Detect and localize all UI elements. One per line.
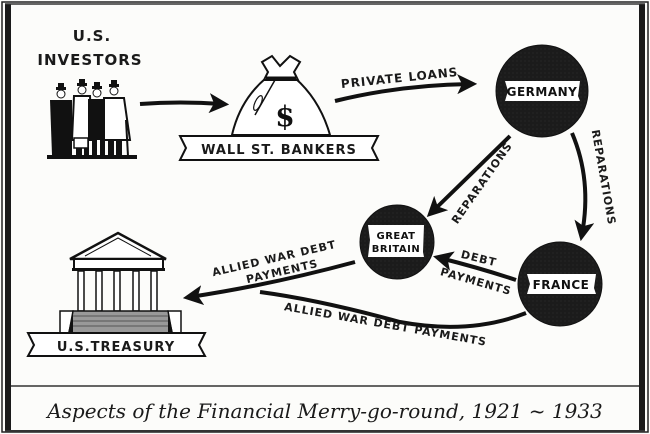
arrow-britain-war-debt [182, 260, 356, 305]
arrow-reparations-to-france [570, 132, 595, 242]
dollar-sign: $ [275, 100, 294, 133]
arrow-france-war-debt [259, 290, 527, 329]
reparations-france-label: REPARATIONS [589, 129, 619, 227]
node-wall-st-bankers: $ WALL ST. BANKERS [178, 54, 380, 161]
britain-label-line2: BRITAIN [372, 244, 420, 255]
investors-label-line2: INVESTORS [37, 51, 142, 69]
germany-label: GERMANY [507, 85, 578, 99]
britain-label-line1: GREAT [376, 231, 415, 242]
bankers-label: WALL ST. BANKERS [201, 143, 357, 158]
debt-payments-label-line2: PAYMENTS [439, 265, 513, 298]
people-group-icon [47, 79, 137, 159]
arrow-reparations-to-britain [426, 134, 512, 218]
node-france: FRANCE [517, 241, 603, 327]
node-us-treasury: U.S.TREASURY [26, 231, 207, 357]
classical-building-icon [59, 231, 182, 334]
money-bag-icon: $ [230, 54, 332, 136]
diagram-caption: Aspects of the Financial Merry-go-round,… [45, 399, 603, 423]
node-germany: GERMANY [495, 44, 589, 138]
bankers-banner: WALL ST. BANKERS [178, 135, 380, 161]
right-edge-bar [639, 4, 645, 432]
arrow-private-loans [334, 74, 478, 103]
france-war-debt-label: ALLIED WAR DEBT PAYMENTS [283, 300, 488, 348]
investors-label-line1: U.S. [73, 27, 111, 45]
node-great-britain: GREAT BRITAIN [359, 204, 435, 280]
arrow-investors-to-bankers [139, 93, 230, 114]
treasury-label: U.S.TREASURY [57, 340, 175, 355]
arrow-debt-payments [433, 251, 517, 282]
treasury-banner: U.S.TREASURY [26, 332, 207, 357]
node-us-investors: U.S. INVESTORS [37, 27, 142, 159]
france-label: FRANCE [533, 278, 590, 292]
left-edge-bar [5, 4, 11, 432]
